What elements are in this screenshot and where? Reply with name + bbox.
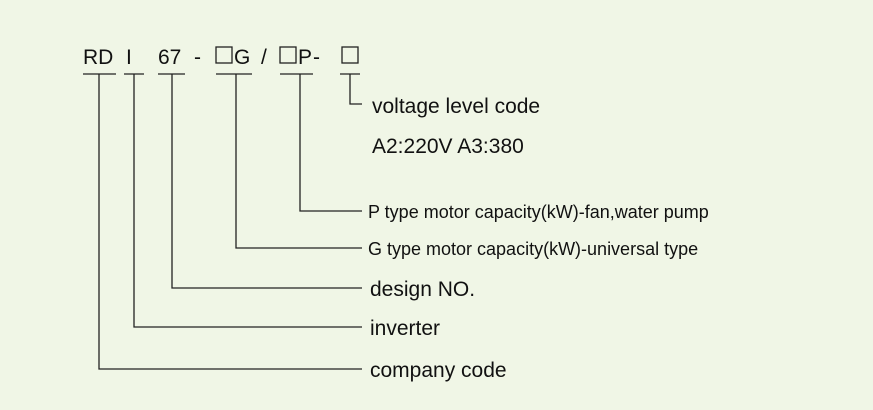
code-slash: / (261, 46, 267, 69)
leader-g-type (235, 74, 362, 249)
leader-p-type (299, 74, 362, 212)
label-inverter: inverter (370, 317, 440, 340)
label-company: company code (370, 359, 507, 382)
code-p: P (298, 46, 312, 69)
label-voltage-values: A2:220V A3:380 (372, 135, 524, 158)
code-g: G (234, 46, 250, 69)
leader-voltage (349, 74, 362, 105)
g-capacity-placeholder-box (215, 46, 233, 64)
code-i: I (126, 46, 132, 69)
p-capacity-placeholder-box (279, 46, 297, 64)
code-number: 67 (158, 46, 181, 69)
leader-company (98, 74, 362, 370)
leader-design (171, 74, 362, 289)
code-rd: RD (83, 46, 113, 69)
label-g-type: G type motor capacity(kW)-universal type (368, 239, 698, 259)
code-dash-1: - (194, 46, 201, 69)
leader-inverter (133, 74, 362, 328)
label-design: design NO. (370, 278, 475, 301)
label-p-type: P type motor capacity(kW)-fan,water pump (368, 202, 709, 222)
voltage-placeholder-box (341, 46, 359, 64)
code-dash-2: - (313, 46, 320, 69)
label-voltage-title: voltage level code (372, 95, 540, 118)
